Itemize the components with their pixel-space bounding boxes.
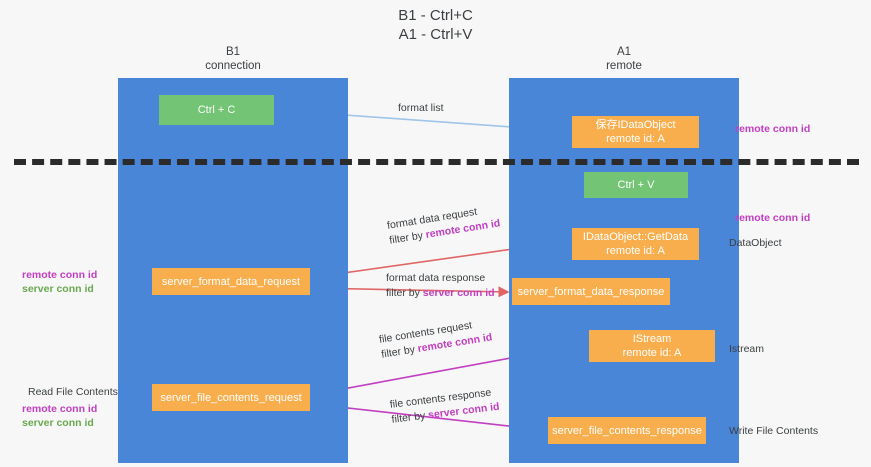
column-header-a1-subtitle: remote: [606, 60, 642, 72]
side-label-right-write-file-contents: Write File Contents: [729, 425, 819, 437]
side-label-left-remote-conn-id-bottom: remote conn id: [22, 403, 98, 415]
phase-divider-dashed-line: [14, 159, 859, 165]
side-label-right-istream: Istream: [729, 343, 765, 355]
edge-label-format-data-response-filter: filter by server conn id: [386, 286, 495, 301]
column-header-a1-name: A1: [616, 46, 632, 58]
node-server-file-contents-request[interactable]: server_file_contents_request: [152, 384, 310, 411]
node-server-format-data-request-label: server_format_data_request: [161, 275, 301, 288]
node-istream[interactable]: IStream remote id: A: [589, 330, 715, 362]
column-header-b1-subtitle: connection: [205, 60, 261, 72]
side-label-right-remote-conn-id-mid: remote conn id: [735, 212, 811, 224]
side-label-left-read-file-contents: Read File Contents: [28, 386, 118, 398]
edge-label-format-data-response-text: format data response: [386, 272, 486, 284]
side-label-left-conn-ids-bottom: remote conn id server conn id: [22, 402, 97, 430]
edge-label-format-list: format list: [398, 101, 444, 116]
node-save-idataobject-line1: 保存IDataObject: [595, 119, 676, 131]
filter-prefix: filter by: [386, 287, 423, 299]
side-label-left-server-conn-id-mid: server conn id: [22, 283, 94, 295]
node-ctrl-v[interactable]: Ctrl + V: [584, 172, 688, 198]
node-istream-line1: IStream: [632, 333, 672, 345]
filter-key-server-conn-id: server conn id: [422, 287, 495, 299]
node-save-idataobject-line2: remote id: A: [606, 133, 665, 145]
node-save-idataobject[interactable]: 保存IDataObject remote id: A: [572, 116, 699, 148]
column-header-b1-name: B1: [225, 46, 241, 58]
side-label-right-remote-conn-id-top: remote conn id: [735, 123, 811, 135]
edge-label-format-list-text: format list: [398, 102, 444, 114]
node-server-file-contents-request-label: server_file_contents_request: [160, 391, 302, 404]
node-server-file-contents-response[interactable]: server_file_contents_response: [548, 417, 706, 444]
node-getdata-line2: remote id: A: [606, 245, 665, 257]
filter-prefix: filter by: [390, 409, 429, 426]
page-title: B1 - Ctrl+C A1 - Ctrl+V: [0, 6, 871, 44]
title-line-2: A1 - Ctrl+V: [398, 26, 473, 43]
arrow-file-contents-response: [311, 403, 546, 435]
node-server-format-data-response[interactable]: server_format_data_response: [512, 278, 670, 305]
edge-label-format-data-response: format data response filter by server co…: [386, 271, 495, 301]
node-server-format-data-request[interactable]: server_format_data_request: [152, 268, 310, 295]
node-ctrl-v-label: Ctrl + V: [617, 179, 655, 191]
side-label-left-conn-ids-mid: remote conn id server conn id: [22, 268, 97, 296]
node-server-format-data-response-label: server_format_data_response: [517, 285, 665, 298]
column-header-b1: B1 connection: [118, 45, 348, 73]
side-label-left-remote-conn-id-mid: remote conn id: [22, 269, 98, 281]
column-header-a1: A1 remote: [509, 45, 739, 73]
node-idataobject-getdata[interactable]: IDataObject::GetData remote id: A: [572, 228, 699, 260]
side-label-right-dataobject: DataObject: [729, 237, 782, 249]
node-server-file-contents-response-label: server_file_contents_response: [552, 424, 702, 437]
side-label-left-server-conn-id-bottom: server conn id: [22, 417, 94, 429]
node-istream-line2: remote id: A: [622, 347, 682, 359]
node-ctrl-c-label: Ctrl + C: [197, 104, 236, 116]
node-getdata-line1: IDataObject::GetData: [582, 231, 689, 243]
title-line-1: B1 - Ctrl+C: [398, 7, 473, 24]
node-ctrl-c[interactable]: Ctrl + C: [159, 95, 274, 125]
